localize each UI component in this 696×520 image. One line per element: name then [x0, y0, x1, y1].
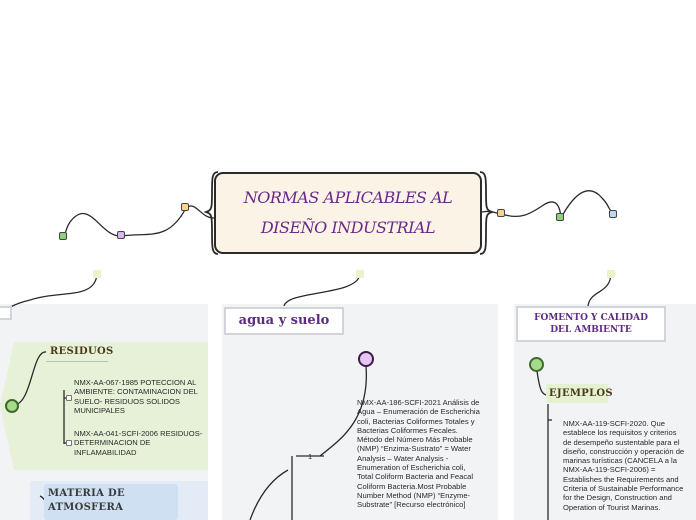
branch-marker-orange[interactable] [181, 203, 189, 211]
ejemplos-note-line6: NMX-AA-119-SCFI-2006) = [563, 465, 656, 475]
branch-marker-green[interactable] [59, 232, 67, 240]
ejemplos-note-line7: Establishes the Requirements and [563, 474, 679, 484]
topic-fomento[interactable]: FOMENTO Y CALIDAD DEL AMBIENTE [516, 306, 666, 342]
collapse-marker-right[interactable] [607, 270, 615, 278]
ejemplos-note-line8: Criteria of Sustainable Performance [563, 484, 684, 494]
branch-marker-green-right[interactable] [556, 213, 564, 221]
left-topic-box[interactable] [0, 306, 12, 320]
agua-node-dot[interactable] [358, 351, 374, 367]
agua-note-line1: NMX-AA-186-SCFI-2021 Análisis de [357, 398, 480, 407]
residuos-node-dot[interactable] [5, 399, 19, 413]
topic-agua-y-suelo[interactable]: agua y suelo [224, 307, 344, 335]
agua-note-line3: coli, Bacterias Coliformes Totales y [357, 416, 475, 426]
agua-number: 1 [308, 452, 313, 461]
agua-note-line9: Total Coliform Bacteria and Feacal [357, 472, 474, 482]
residuos-group-shape [0, 342, 208, 470]
residuos-item1-marker[interactable] [66, 395, 72, 401]
ejemplos-note-line10: Operation of Tourist Marinas. [563, 502, 661, 512]
agua-note-line11: Number Method (NMP) “Enzyme- [357, 490, 471, 500]
residuos-item2-line2: DETERMINACION DE [74, 438, 151, 448]
agua-note-line12: Substrate” [Recurso electrónico] [357, 500, 466, 510]
agua-note: NMX-AA-186-SCFI-2021 Análisis de Agua – … [357, 398, 480, 510]
ejemplos-node-dot[interactable] [529, 357, 544, 372]
branch-marker-blue-right[interactable] [609, 210, 617, 218]
topic-agua-y-suelo-label: agua y suelo [238, 313, 330, 328]
materia-label: MATERIA DE ATMOSFERA [48, 487, 125, 515]
residuos-item2: NMX-AA-041-SCFI-2006 RESIDUOS- DETERMINA… [74, 429, 202, 457]
residuos-item2-marker[interactable] [66, 440, 72, 446]
agua-note-line7: Analysis – Water Analysis - [357, 453, 449, 463]
residuos-label: RESIDUOS [50, 346, 114, 357]
residuos-item1-line3: SUELO- RESIDUOS SOLIDOS [74, 396, 180, 406]
ejemplos-note-line3: de desempeño sustentable para el [563, 437, 680, 447]
central-title-line1: NORMAS APLICABLES AL [243, 188, 453, 207]
ejemplos-note-line1: NMX-AA-119-SCFI-2020. Que [563, 419, 665, 428]
collapse-marker-left[interactable] [93, 270, 101, 278]
materia-line1: MATERIA DE [48, 488, 125, 499]
central-braces [204, 171, 494, 255]
materia-line2: ATMOSFERA [48, 502, 124, 513]
ejemplos-note-line5: marinas turísticas (CANCELA a la [563, 456, 677, 466]
agua-note-line8: Enumeration of Escherichia coli, [357, 463, 466, 473]
ejemplos-note-line9: for the Design, Construction and [563, 493, 672, 503]
branch-marker-purple[interactable] [117, 231, 125, 239]
agua-note-line2: Agua – Enumeración de Escherichia [357, 407, 480, 417]
residuos-item2-line1: NMX-AA-041-SCFI-2006 RESIDUOS- [74, 429, 203, 438]
residuos-item1: NMX-AA-067-1985 POTECCION AL AMBIENTE: C… [74, 378, 198, 415]
residuos-underline [46, 361, 108, 362]
topic-fomento-line2: DEL AMBIENTE [550, 325, 632, 335]
central-title-line2: DISEÑO INDUSTRIAL [260, 218, 436, 237]
materia-label-box[interactable] [44, 484, 178, 520]
ejemplos-note: NMX-AA-119-SCFI-2020. Que establece los … [563, 419, 684, 512]
ejemplos-note-line4: diseño, construcción y operación de [563, 446, 685, 456]
collapse-marker-center[interactable] [356, 270, 364, 278]
central-topic[interactable]: NORMAS APLICABLES AL DISEÑO INDUSTRIAL [214, 172, 482, 254]
residuos-item2-line3: INFLAMABILIDAD [74, 447, 137, 457]
agua-note-line5: Método del Número Más Probable [357, 435, 473, 445]
ejemplos-note-line2: establece los requisitos y criterios [563, 428, 677, 438]
agua-note-line10: Coliform Bacteria.Most Probable [357, 481, 467, 491]
ejemplos-label-box[interactable] [546, 384, 608, 403]
agua-note-line6: (NMP) “Enzima-Sustrato” = Water [357, 444, 471, 454]
topic-fomento-line1: FOMENTO Y CALIDAD [534, 313, 648, 323]
residuos-item1-line2: AMBIENTE: CONTAMINACION DEL [74, 387, 198, 397]
branch-marker-orange-right[interactable] [497, 209, 505, 217]
agua-note-line4: Bacterias Coliformes Fecales. [357, 425, 458, 435]
residuos-item1-line1: NMX-AA-067-1985 POTECCION AL [74, 378, 197, 387]
residuos-item1-line4: MUNICIPALES [74, 405, 125, 415]
ejemplos-label: EJEMPLOS [549, 388, 613, 399]
